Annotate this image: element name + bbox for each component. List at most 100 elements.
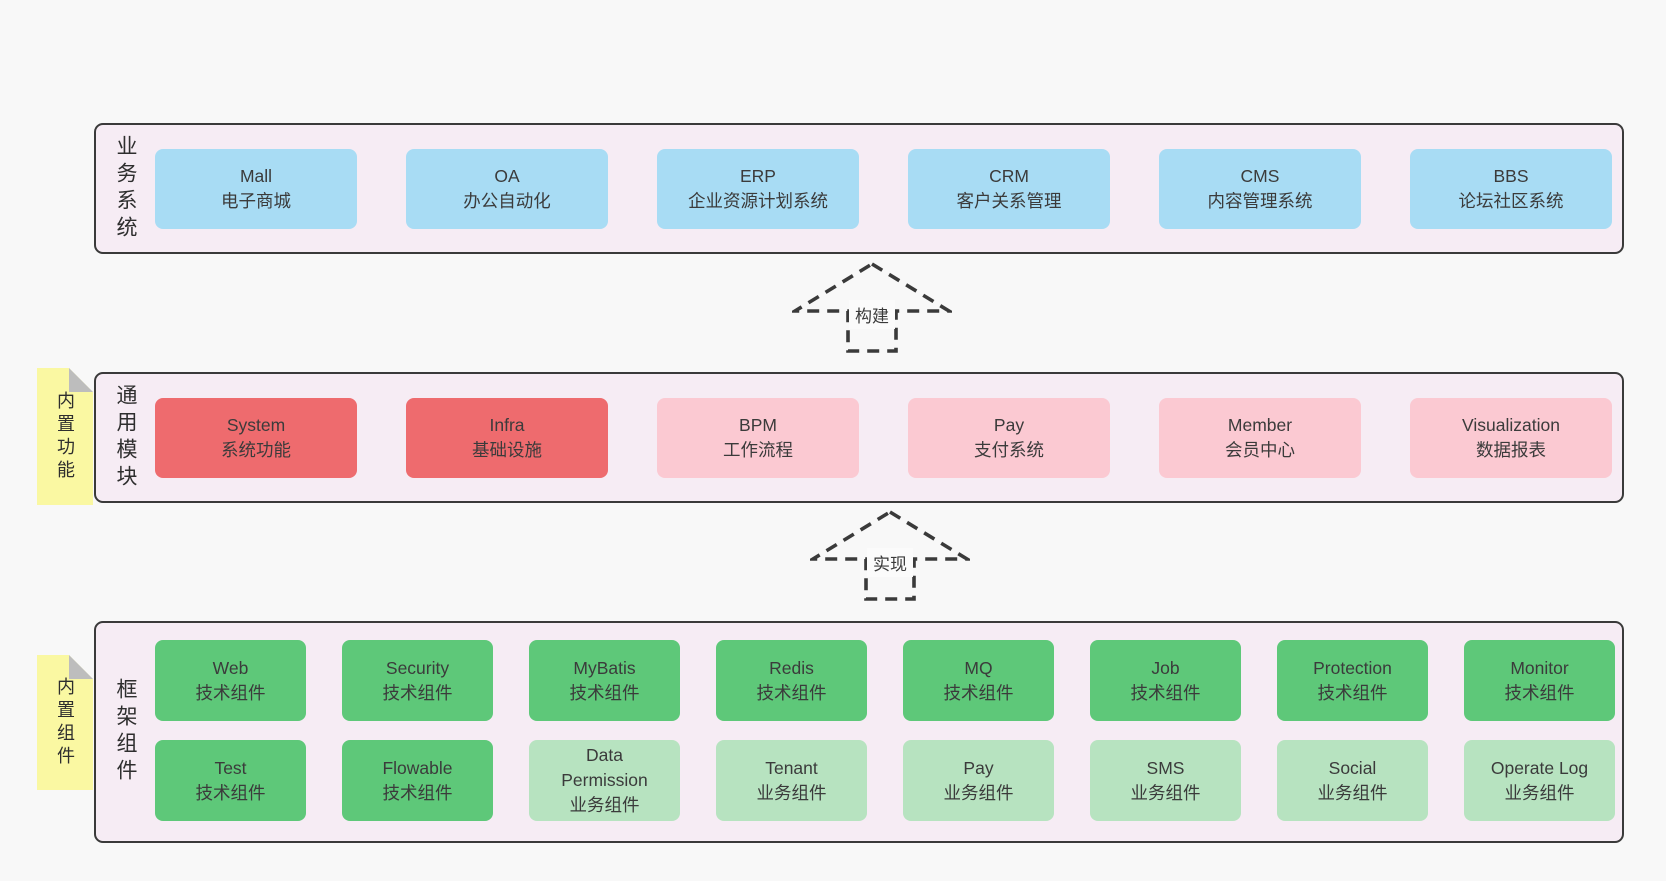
box-title: BPM [739,414,777,435]
box-title: Protection [1313,657,1392,678]
box-subtitle: 系统功能 [221,439,291,460]
component-rows: Web 技术组件 Security 技术组件 MyBatis 技术组件 Redi… [155,640,1622,821]
box-title: Job [1151,657,1180,678]
box-erp: ERP 企业资源计划系统 [657,148,859,229]
layer-framework-components: 框架组件 Web 技术组件 Security 技术组件 MyBatis 技术组件… [94,621,1624,843]
box-mq: MQ 技术组件 [903,640,1054,721]
box-job: Job 技术组件 [1090,640,1241,721]
box-title: Web [212,657,249,678]
box-subtitle: 办公自动化 [463,190,551,211]
box-title: Data Permission [561,745,648,791]
box-subtitle: 基础设施 [472,439,542,460]
layer-label-business-systems: 业务系统 [114,134,137,243]
box-subtitle: 业务组件 [1504,782,1575,803]
box-title: ERP [740,165,776,186]
box-subtitle: 电子商城 [221,190,291,211]
box-subtitle: 技术组件 [1130,682,1201,703]
box-subtitle: 支付系统 [974,439,1044,460]
box-flowable: Flowable 技术组件 [342,740,493,821]
sticky-note-text: 内置组件 [55,676,75,769]
box-web: Web 技术组件 [155,640,306,721]
box-bbs: BBS 论坛社区系统 [1410,148,1612,229]
box-cms: CMS 内容管理系统 [1159,148,1361,229]
box-mybatis: MyBatis 技术组件 [529,640,680,721]
box-subtitle: 业务组件 [1317,782,1388,803]
box-monitor: Monitor 技术组件 [1464,640,1615,721]
component-row-1: Web 技术组件 Security 技术组件 MyBatis 技术组件 Redi… [155,640,1622,721]
box-subtitle: 技术组件 [569,682,640,703]
box-title: Social [1328,757,1377,778]
box-subtitle: 技术组件 [382,782,453,803]
box-title: OA [494,165,520,186]
box-title: Pay [993,414,1025,435]
box-system: System 系统功能 [155,397,357,478]
sticky-note-built-in-features: 内置功能 [37,368,93,505]
up-arrow-icon [792,261,952,353]
box-title: Operate Log [1490,757,1589,778]
box-social: Social 业务组件 [1277,740,1428,821]
box-title: Tenant [765,757,818,778]
box-test: Test 技术组件 [155,740,306,821]
build-arrow-label: 构建 [849,300,895,329]
box-subtitle: 论坛社区系统 [1458,190,1564,211]
box-subtitle: 数据报表 [1476,439,1546,460]
layer-label-framework-components: 框架组件 [114,678,137,786]
business-boxes: Mall 电子商城 OA 办公自动化 ERP 企业资源计划系统 CRM 客户关系… [155,125,1622,252]
box-title: Pay [963,757,994,778]
box-title: MQ [964,657,993,678]
box-subtitle: 技术组件 [195,682,266,703]
box-oa: OA 办公自动化 [406,148,608,229]
box-title: Visualization [1462,414,1560,435]
box-title: Security [385,657,450,678]
layer-common-modules: 通用模块 System 系统功能 Infra 基础设施 BPM 工作流程 Pay… [94,372,1624,503]
build-arrow: 构建 [792,260,952,355]
box-title: Test [214,757,247,778]
box-subtitle: 内容管理系统 [1207,190,1313,211]
layer-business-systems: 业务系统 Mall 电子商城 OA 办公自动化 ERP 企业资源计划系统 CRM… [94,123,1624,254]
implement-arrow: 实现 [810,508,970,603]
box-tenant: Tenant 业务组件 [716,740,867,821]
sticky-note-built-in-components: 内置组件 [37,655,93,790]
box-subtitle: 技术组件 [382,682,453,703]
box-subtitle: 业务组件 [756,782,827,803]
component-row-2: Test 技术组件 Flowable 技术组件 Data Permission … [155,740,1622,821]
box-subtitle: 技术组件 [195,782,266,803]
box-title: Monitor [1510,657,1569,678]
up-arrow-icon [810,509,970,601]
box-title: BBS [1493,165,1529,186]
sticky-note-text: 内置功能 [55,390,75,483]
box-subtitle: 会员中心 [1225,439,1295,460]
box-subtitle: 客户关系管理 [956,190,1062,211]
box-redis: Redis 技术组件 [716,640,867,721]
box-infra: Infra 基础设施 [406,397,608,478]
layer-label-common-modules: 通用模块 [114,383,137,492]
box-subtitle: 业务组件 [943,782,1014,803]
box-title: CRM [989,165,1029,186]
box-title: Infra [489,414,525,435]
box-title: SMS [1146,757,1185,778]
box-operate-log: Operate Log 业务组件 [1464,740,1615,821]
box-data-permission: Data Permission 业务组件 [529,740,680,821]
box-pay-component: Pay 业务组件 [903,740,1054,821]
box-bpm: BPM 工作流程 [657,397,859,478]
box-title: CMS [1240,165,1280,186]
box-subtitle: 技术组件 [756,682,827,703]
box-subtitle: 工作流程 [723,439,793,460]
box-title: MyBatis [573,657,636,678]
box-subtitle: 业务组件 [1130,782,1201,803]
box-title: Member [1227,414,1293,435]
box-pay-module: Pay 支付系统 [908,397,1110,478]
box-crm: CRM 客户关系管理 [908,148,1110,229]
implement-arrow-label: 实现 [867,548,913,577]
box-security: Security 技术组件 [342,640,493,721]
box-subtitle: 技术组件 [943,682,1014,703]
box-subtitle: 业务组件 [569,794,640,815]
box-title: Mall [239,165,273,186]
box-subtitle: 技术组件 [1317,682,1388,703]
box-title: Flowable [382,757,453,778]
box-subtitle: 技术组件 [1504,682,1575,703]
box-sms: SMS 业务组件 [1090,740,1241,821]
box-visualization: Visualization 数据报表 [1410,397,1612,478]
module-boxes: System 系统功能 Infra 基础设施 BPM 工作流程 Pay 支付系统… [155,374,1622,501]
